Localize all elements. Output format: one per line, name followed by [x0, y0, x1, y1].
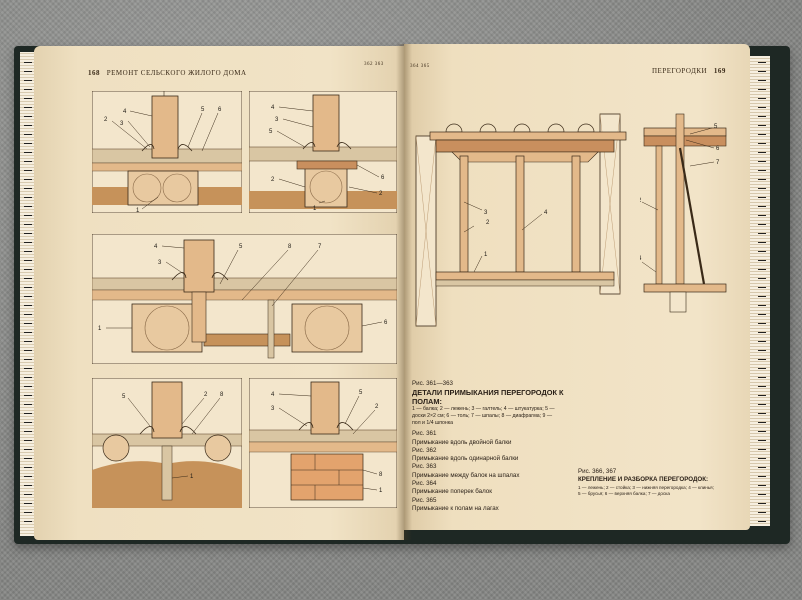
callout-6: 6 — [384, 320, 388, 326]
callout-5: 5 — [239, 244, 243, 250]
callout-2: 2 — [271, 177, 275, 183]
callout-5: 5 — [122, 394, 126, 400]
callout-5: 5 — [201, 107, 205, 113]
caption-entry-text: Примыкание вдоль двойной балки — [412, 438, 512, 446]
callout-3: 3 — [484, 210, 488, 216]
caption-entry-ref: Рис. 364 — [412, 480, 437, 488]
figure-362-drawing: 4 3 5 2 6 2 1 — [249, 91, 397, 213]
callout-8: 8 — [379, 472, 383, 478]
post-right — [571, 155, 581, 273]
right-page-number: 169 — [713, 67, 726, 75]
left-page: 168 РЕМОНТ СЕЛЬСКОГО ЖИЛОГО ДОМА 362 363… — [34, 46, 404, 540]
caption-legend-line1: 1 — лежень; 2 — стойка; 3 — нижняя перег… — [578, 484, 714, 490]
main-post — [675, 113, 685, 285]
book-gutter — [396, 44, 412, 540]
callout-4: 4 — [271, 392, 275, 398]
right-running-title: ПЕРЕГОРОДКИ — [652, 67, 708, 75]
figure-364-drawing: 5 2 8 1 — [92, 378, 242, 508]
caption-entry-ref: Рис. 361 — [412, 430, 437, 438]
figure-366-drawing: 2 3 4 1 — [415, 113, 627, 327]
caption-entry-ref: Рис. 363 — [412, 463, 437, 471]
caption-legend-line2: 5 — брусья; 6 — верхняя балка; 7 — доска — [578, 491, 670, 496]
callout-2: 2 — [375, 404, 379, 410]
brick-pier — [290, 453, 364, 501]
callout-5: 5 — [359, 390, 363, 396]
callout-2: 2 — [640, 198, 642, 204]
beam-grain-right — [162, 173, 192, 203]
fillet-trim — [141, 144, 193, 152]
partition-post — [151, 95, 179, 159]
caption-title-line2: ПОЛАМ: — [412, 397, 443, 407]
callout-2: 2 — [204, 392, 208, 398]
ceiling-joists — [445, 123, 595, 133]
brace-post — [655, 145, 663, 285]
caption-title-line1: ДЕТАЛИ ПРИМЫКАНИЯ ПЕРЕГОРОДОК К — [412, 388, 564, 398]
upper-brace — [435, 139, 615, 153]
callout-4: 4 — [123, 109, 127, 115]
callout-4: 4 — [154, 244, 158, 250]
callout-6: 6 — [381, 175, 385, 181]
post-middle — [515, 155, 525, 273]
callout-6: 6 — [716, 146, 720, 152]
caption-entry-ref: Рис. 362 — [412, 446, 437, 454]
callout-1: 1 — [379, 488, 383, 494]
figure-367-drawing: 5 6 7 2 4 — [640, 113, 727, 313]
callout-2: 2 — [486, 220, 490, 226]
callout-1: 1 — [190, 474, 194, 480]
caption-entry-ref: Рис. 365 — [412, 496, 437, 504]
callout-3: 3 — [275, 117, 279, 123]
left-page-number: 168 — [88, 69, 100, 77]
floor-sill — [435, 271, 615, 281]
callout-7: 7 — [318, 244, 322, 250]
left-corner-tag: 362 363 — [364, 62, 384, 67]
caption-entry-text: Примыкание к полам на лагах — [412, 504, 499, 512]
callout-8: 8 — [220, 392, 224, 398]
left-running-title: РЕМОНТ СЕЛЬСКОГО ЖИЛОГО ДОМА — [106, 69, 247, 77]
caption-legend-line3: пол и 1/4 шпонка — [412, 420, 454, 427]
diagonal-strut — [678, 147, 706, 285]
caption-entry-text: Примыкание поперек балок — [412, 488, 492, 496]
callout-2b: 2 — [379, 191, 383, 197]
callout-4: 4 — [271, 105, 275, 111]
caption-figure-ref: Рис. 361—363 — [412, 380, 453, 387]
right-running-head: ПЕРЕГОРОДКИ 169 — [652, 67, 726, 75]
caption-legend-line2: доски 2×2 см; 6 — толь; 7 — шпалы; 8 — д… — [412, 413, 553, 420]
figure-363-drawing: 4 3 5 8 7 1 6 — [92, 234, 397, 364]
caption-entry-text: Примыкание между балок на шпалах — [412, 471, 520, 479]
upper-beam — [429, 131, 627, 141]
figure-361-drawing: 2 4 3 5 6 1 — [92, 91, 242, 213]
callout-6: 6 — [218, 107, 222, 113]
caption-legend-line1: 1 — балка; 2 — лежень; 3 — галтель; 4 — … — [412, 406, 555, 413]
callout-5: 5 — [269, 129, 273, 135]
caption-entry-text: Примыкание вдоль одинарной балки — [412, 455, 519, 463]
right-corner-tag: 364 365 — [410, 64, 430, 69]
callout-4: 4 — [640, 256, 642, 262]
caption-366-367: Рис. 366, 367 КРЕПЛЕНИЕ И РАЗБОРКА ПЕРЕГ… — [578, 468, 714, 497]
figure-365-drawing: 4 3 5 2 8 1 — [249, 378, 397, 508]
callout-1: 1 — [136, 208, 140, 213]
left-ruler-ticks — [24, 62, 32, 522]
left-running-head: 168 РЕМОНТ СЕЛЬСКОГО ЖИЛОГО ДОМА — [88, 69, 247, 77]
callout-7: 7 — [716, 160, 720, 166]
caption-figure-ref: Рис. 366, 367 — [578, 468, 617, 475]
callout-1: 1 — [98, 326, 102, 332]
post-left — [459, 155, 469, 273]
right-page: 364 365 ПЕРЕГОРОДКИ 169 2 3 4 — [404, 44, 750, 530]
callout-5: 5 — [714, 124, 718, 130]
sheathing-layer — [92, 162, 242, 172]
callout-2: 2 — [104, 117, 108, 123]
callout-3: 3 — [120, 121, 124, 127]
right-ruler-ticks — [758, 62, 766, 522]
callout-8: 8 — [288, 244, 292, 250]
callout-4: 4 — [544, 210, 548, 216]
callout-1: 1 — [484, 252, 488, 258]
caption-title: КРЕПЛЕНИЕ И РАЗБОРКА ПЕРЕГОРОДОК: — [578, 476, 709, 484]
callout-3: 3 — [158, 260, 162, 266]
callout-1: 1 — [313, 206, 317, 212]
beam-grain-left — [132, 173, 162, 203]
caption-361-365: Рис. 361—363 ДЕТАЛИ ПРИМЫКАНИЯ ПЕРЕГОРОД… — [412, 380, 564, 513]
callout-3: 3 — [271, 406, 275, 412]
